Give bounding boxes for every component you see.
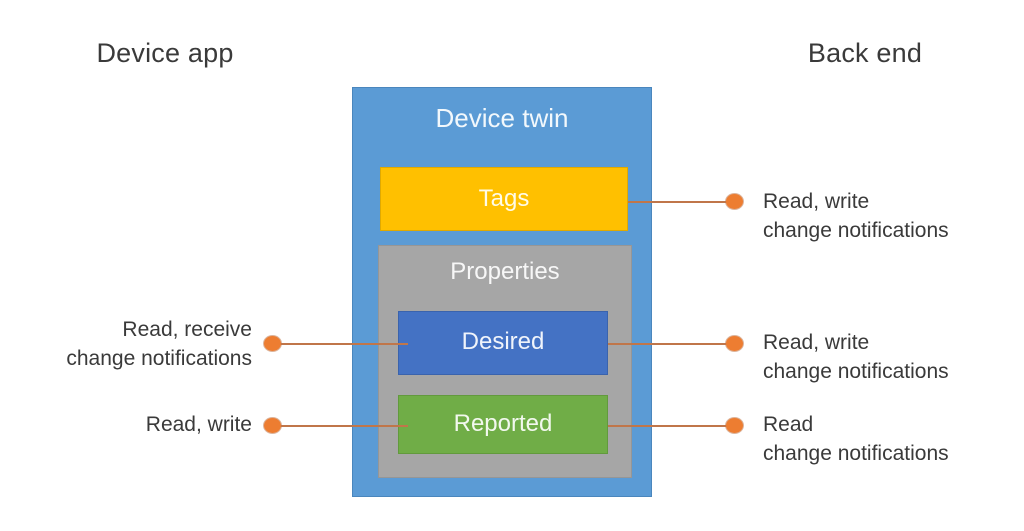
box-tags-label: Tags: [478, 185, 530, 212]
connector-dot-tags-backend: [726, 194, 743, 209]
column-heading-back-end: Back end: [807, 38, 923, 68]
caption-reported-deviceapp: Read, write: [146, 410, 252, 439]
caption-reported-backend-line1: Read: [763, 413, 814, 436]
connector-line-reported-backend: [608, 425, 734, 427]
connector-line-desired-deviceapp: [278, 343, 408, 345]
box-reported-label: Reported: [453, 410, 553, 437]
caption-desired-deviceapp: Read, receive change notifications: [66, 315, 252, 373]
caption-desired-backend: Read, write change notifications: [763, 328, 949, 386]
connector-line-desired-backend: [608, 343, 734, 345]
caption-tags-backend-line1: Read, write: [763, 190, 870, 213]
box-reported: Reported: [398, 395, 608, 454]
box-desired-label: Desired: [461, 328, 545, 355]
caption-reported-deviceapp-line1: Read, write: [145, 413, 252, 436]
box-desired: Desired: [398, 311, 608, 375]
caption-tags-backend-line2: change notifications: [763, 219, 949, 242]
column-heading-device-app: Device app: [96, 38, 234, 68]
connector-dot-desired-backend: [726, 336, 743, 351]
caption-tags-backend: Read, write change notifications: [763, 187, 949, 245]
connector-line-reported-deviceapp: [278, 425, 408, 427]
connector-dot-reported-backend: [726, 418, 743, 433]
caption-reported-backend-line2: change notifications: [763, 442, 949, 465]
box-tags: Tags: [380, 167, 628, 231]
caption-desired-backend-line1: Read, write: [763, 331, 870, 354]
caption-desired-backend-line2: change notifications: [763, 360, 949, 383]
box-device-twin-label: Device twin: [435, 103, 569, 133]
caption-desired-deviceapp-line1: Read, receive: [122, 318, 252, 341]
connector-line-tags-backend: [628, 201, 734, 203]
caption-reported-backend: Read change notifications: [763, 410, 949, 468]
connector-dot-reported-deviceapp: [264, 418, 281, 433]
box-properties-label: Properties: [450, 258, 560, 285]
caption-desired-deviceapp-line2: change notifications: [66, 347, 252, 370]
connector-dot-desired-deviceapp: [264, 336, 281, 351]
